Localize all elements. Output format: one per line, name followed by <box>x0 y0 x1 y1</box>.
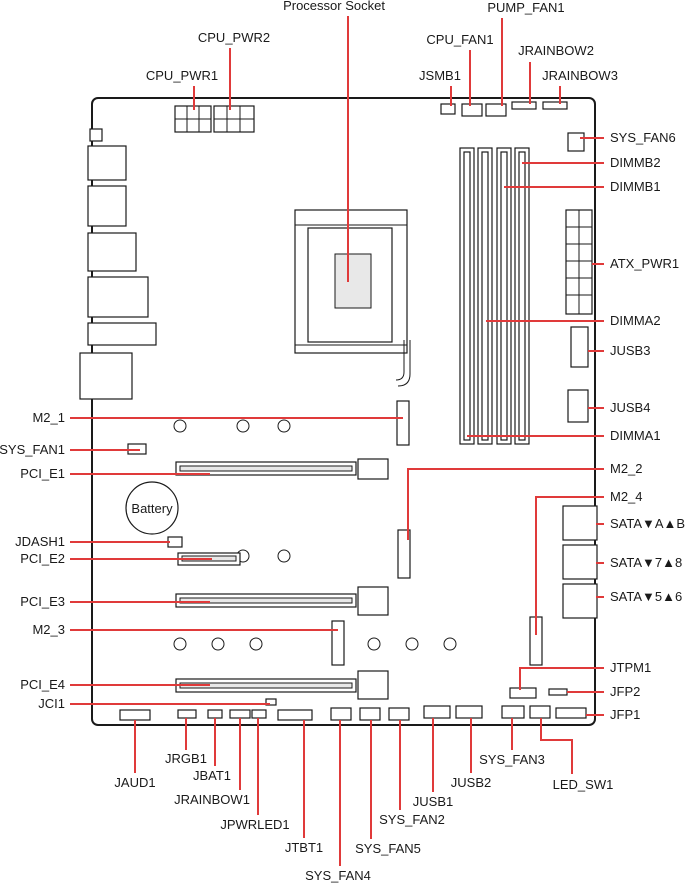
leader-lines <box>70 16 604 866</box>
label-dimma2: DIMMA2 <box>610 313 661 328</box>
leader-line-m2-2 <box>407 468 604 540</box>
battery-label: Battery <box>131 501 173 516</box>
label-sys-fan3: SYS_FAN3 <box>479 752 545 767</box>
label-jrainbow1: JRAINBOW1 <box>174 792 250 807</box>
label-sata-56: SATA▼5▲6 <box>610 589 682 604</box>
dash-header <box>167 536 183 548</box>
label-jusb1: JUSB1 <box>413 794 453 809</box>
label-sata-78: SATA▼7▲8 <box>610 555 682 570</box>
label-jpwrled1: JPWRLED1 <box>220 817 289 832</box>
label-cpu-fan1: CPU_FAN1 <box>426 32 493 47</box>
usb-c-header <box>567 389 589 423</box>
label-pci-e4: PCI_E4 <box>20 677 65 692</box>
cpu-power-connectors <box>174 105 255 133</box>
label-jrainbow3: JRAINBOW3 <box>542 68 618 83</box>
label-m2-1: M2_1 <box>32 410 65 425</box>
m2-standoffs <box>173 419 457 651</box>
label-sys-fan2: SYS_FAN2 <box>379 812 445 827</box>
dimm-slots <box>459 147 530 445</box>
label-m2-4: M2_4 <box>610 489 643 504</box>
label-jtbt1: JTBT1 <box>285 840 323 855</box>
bottom-headers <box>119 687 587 721</box>
label-sys-fan6: SYS_FAN6 <box>610 130 676 145</box>
label-jtpm1: JTPM1 <box>610 660 651 675</box>
label-pump-fan1: PUMP_FAN1 <box>487 0 564 15</box>
label-m2-3: M2_3 <box>32 622 65 637</box>
m2-slot <box>331 620 345 666</box>
label-atx-pwr1: ATX_PWR1 <box>610 256 679 271</box>
label-sys-fan4: SYS_FAN4 <box>305 868 371 883</box>
label-jfp2: JFP2 <box>610 684 640 699</box>
atx-power-connector <box>565 209 593 315</box>
label-dimma1: DIMMA1 <box>610 428 661 443</box>
label-jrainbow2: JRAINBOW2 <box>518 43 594 58</box>
label-jdash1: JDASH1 <box>15 534 65 549</box>
chassis-intrusion-header <box>265 698 277 706</box>
label-jusb2: JUSB2 <box>451 775 491 790</box>
label-processor-socket: Processor Socket <box>283 0 385 13</box>
label-jbat1: JBAT1 <box>193 768 231 783</box>
label-cpu-pwr2: CPU_PWR2 <box>198 30 270 45</box>
usb-header <box>570 326 589 368</box>
leader-line-led-sw1 <box>540 718 573 774</box>
label-pci-e3: PCI_E3 <box>20 594 65 609</box>
label-sys-fan1: SYS_FAN1 <box>0 442 65 457</box>
label-jusb3: JUSB3 <box>610 343 650 358</box>
label-jfp1: JFP1 <box>610 707 640 722</box>
pcie-slots <box>175 458 389 700</box>
rear-io-panel <box>79 128 157 400</box>
label-jusb4: JUSB4 <box>610 400 650 415</box>
label-sys-fan5: SYS_FAN5 <box>355 841 421 856</box>
label-jrgb1: JRGB1 <box>165 751 207 766</box>
m2-slot <box>397 529 411 579</box>
label-jaud1: JAUD1 <box>114 775 155 790</box>
label-jsmb1: JSMB1 <box>419 68 461 83</box>
label-m2-2: M2_2 <box>610 461 643 476</box>
label-led-sw1: LED_SW1 <box>553 777 614 792</box>
label-sata-ab: SATA▼A▲B <box>610 516 685 531</box>
label-jci1: JCI1 <box>38 696 65 711</box>
label-cpu-pwr1: CPU_PWR1 <box>146 68 218 83</box>
leader-line-jtpm1 <box>519 667 604 690</box>
label-pci-e1: PCI_E1 <box>20 466 65 481</box>
label-dimmb2: DIMMB2 <box>610 155 661 170</box>
cpu-socket <box>294 209 411 387</box>
leader-line-m2-4 <box>535 496 604 635</box>
cmos-battery <box>125 481 179 535</box>
top-headers <box>440 101 585 152</box>
label-pci-e2: PCI_E2 <box>20 551 65 566</box>
sata-ports <box>562 505 598 619</box>
label-dimmb1: DIMMB1 <box>610 179 661 194</box>
m2-slot <box>396 400 410 446</box>
